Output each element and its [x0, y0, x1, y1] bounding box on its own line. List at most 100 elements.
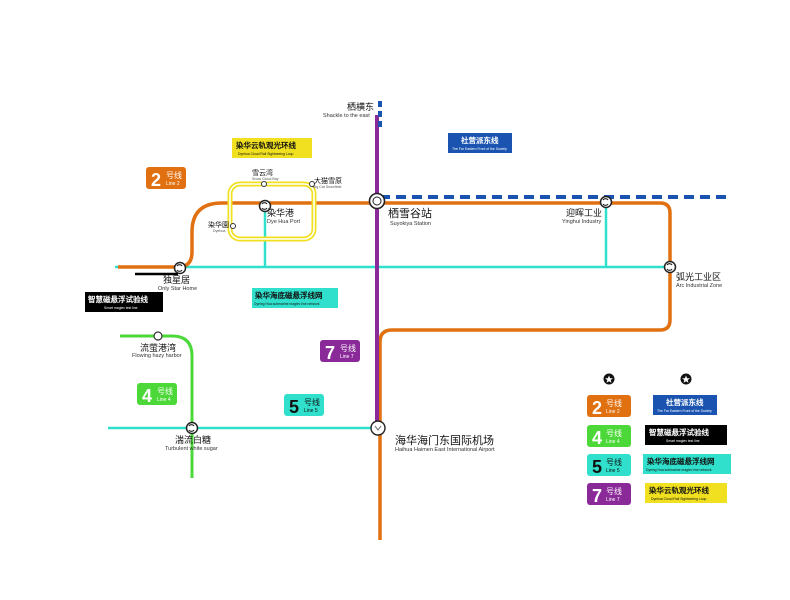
legend-cloud-loop[interactable]: 染华云轨观光环线 Dyehua Cloud Rail Sightseeing L…	[645, 483, 727, 503]
line-5-track	[108, 203, 670, 430]
station-ranhua-port-en: Dye Hua Port	[267, 219, 300, 225]
line-4-track	[120, 334, 194, 478]
station-qiheng-en: Shackle to the east	[323, 113, 370, 119]
legend-east-line[interactable]: 社营派东线 The Far Eastern Front of the Socie…	[653, 395, 717, 415]
station-marker-ranhua-port[interactable]	[258, 199, 272, 213]
legend-maglev-sea[interactable]: 染华海底磁悬浮线网 Dyeing Hua submarine maglev li…	[643, 454, 731, 474]
station-ranhua-garden-cn: 染华園	[208, 220, 229, 229]
station-marker-damao[interactable]	[309, 181, 315, 187]
station-ranhua-port-cn: 染华港	[267, 207, 294, 219]
legend-line-5[interactable]: 5 号线 Line 5	[587, 454, 631, 477]
station-ranhua-garden-en: Dyehua	[213, 229, 225, 233]
line-7-badge-num: 7	[325, 343, 335, 363]
station-damao-en: Big Cat Snowfield	[313, 185, 341, 189]
legend-cloud-loop-en: Dyehua Cloud Rail Sightseeing Loop	[651, 497, 707, 501]
cloud-loop-label[interactable]: 染华云轨观光环线 Dyehua Cloud Rail Sightseeing L…	[232, 138, 312, 158]
maglev-sea-label-en: Dyeing Hua submarine maglev line network	[254, 302, 320, 306]
line-4-badge-en: Line 4	[157, 397, 171, 403]
legend-line-7-en: Line 7	[606, 497, 620, 503]
line-5-badge-num: 5	[289, 397, 299, 417]
cloud-loop-label-en: Dyehua Cloud Rail Sightseeing Loop	[238, 152, 294, 156]
station-marker-haihua[interactable]	[370, 420, 386, 436]
legend-east-line-cn: 社营派东线	[665, 397, 704, 407]
station-marker-huguang[interactable]	[663, 260, 677, 274]
legend-line-2-num: 2	[592, 398, 602, 418]
legend-maglev-test[interactable]: 智慧磁悬浮试验线 Smart maglev test line	[645, 425, 727, 445]
legend-line-4-cn: 号线	[606, 428, 622, 438]
station-marker-yinghui[interactable]	[599, 195, 613, 209]
east-line-track	[378, 101, 730, 199]
legend: 2 号线 Line 2 社营派东线 The Far Eastern Front …	[587, 373, 731, 506]
station-marker-ranhua-garden[interactable]	[230, 223, 236, 229]
maglev-test-label-cn: 智慧磁悬浮试验线	[88, 294, 148, 304]
station-duxing-cn: 独星居	[163, 274, 190, 286]
star-icon	[680, 373, 692, 385]
cloud-loop-track	[227, 181, 317, 242]
line-2-badge[interactable]: 2 号线 Line 2	[146, 167, 186, 190]
line-4-badge-num: 4	[142, 386, 152, 406]
east-line-label[interactable]: 社营派东线 The Far Eastern Front of the Socie…	[448, 133, 512, 153]
legend-line-5-en: Line 5	[606, 468, 620, 474]
maglev-test-label-en: Smart maglev test line	[104, 306, 138, 310]
legend-line-2[interactable]: 2 号线 Line 2	[587, 395, 631, 418]
station-huguang-cn: 弧光工业区	[676, 271, 721, 283]
legend-maglev-test-cn: 智慧磁悬浮试验线	[649, 427, 709, 437]
station-liuying-en: Flowing hazy harbor	[132, 353, 182, 359]
star-icon	[603, 373, 615, 385]
station-yinghui-cn: 迎晖工业	[566, 207, 602, 219]
line-2-track	[118, 201, 672, 540]
station-xueyun-en: Snow Cloud Bay	[252, 177, 279, 181]
station-marker-liuying[interactable]	[153, 331, 163, 341]
station-marker-tuanliu[interactable]	[185, 421, 199, 435]
station-liuying-cn: 流萤港湾	[140, 342, 176, 354]
line-7-badge[interactable]: 7 号线 Line 7	[320, 340, 360, 363]
legend-line-7[interactable]: 7 号线 Line 7	[587, 483, 631, 506]
line-4-badge[interactable]: 4 号线 Line 4	[137, 383, 177, 406]
line-7-badge-en: Line 7	[340, 354, 354, 360]
line-5-badge[interactable]: 5 号线 Line 5	[284, 394, 324, 417]
line-2-badge-cn: 号线	[166, 170, 182, 180]
east-line-label-en: The Far Eastern Front of the Society	[452, 147, 507, 151]
line-5-badge-cn: 号线	[304, 397, 320, 407]
station-qixuegu-cn: 栖雪谷站	[388, 206, 432, 220]
station-yinghui-en: Yinghui Industry	[562, 219, 601, 225]
station-huguang-en: Arc Industrial Zone	[676, 283, 722, 289]
station-qixuegu-en: Suyokiya Station	[390, 221, 431, 227]
legend-line-5-cn: 号线	[606, 457, 622, 467]
legend-cloud-loop-cn: 染华云轨观光环线	[648, 485, 709, 495]
station-tuanliu-cn: 湍流白糖	[175, 434, 211, 446]
station-duxing-en: Only Star Home	[158, 286, 197, 292]
legend-line-5-num: 5	[592, 457, 602, 477]
legend-maglev-sea-cn: 染华海底磁悬浮线网	[646, 456, 715, 466]
legend-line-4-num: 4	[592, 428, 602, 448]
line-2-badge-en: Line 2	[166, 181, 180, 187]
station-xueyun-cn: 雪云湾	[252, 168, 273, 177]
station-damao-cn: 大猫雪原	[314, 176, 342, 185]
line-2-badge-num: 2	[151, 170, 161, 190]
cloud-loop-label-cn: 染华云轨观光环线	[235, 140, 296, 150]
east-line-label-cn: 社营派东线	[460, 135, 499, 145]
station-haihua-en: Haihua Haimen East International Airport	[395, 447, 495, 453]
maglev-test-label[interactable]: 智慧磁悬浮试验线 Smart maglev test line	[85, 292, 163, 312]
line-7-badge-cn: 号线	[340, 343, 356, 353]
legend-maglev-sea-en: Dyeing Hua submarine maglev line network	[646, 468, 712, 472]
station-qiheng-cn: 栖横东	[347, 101, 374, 113]
line-5-badge-en: Line 5	[304, 408, 318, 414]
legend-line-2-en: Line 2	[606, 409, 620, 415]
station-marker-xueyun[interactable]	[261, 181, 267, 187]
legend-line-7-cn: 号线	[606, 486, 622, 496]
legend-maglev-test-en: Smart maglev test line	[666, 439, 700, 443]
line-4-badge-cn: 号线	[157, 386, 173, 396]
station-tuanliu-en: Turbulent white sugar	[165, 446, 218, 452]
legend-line-7-num: 7	[592, 486, 602, 506]
station-marker-duxing[interactable]	[173, 261, 187, 275]
station-marker-qixuegu[interactable]	[368, 192, 386, 210]
legend-east-line-en: The Far Eastern Front of the Society	[657, 409, 712, 413]
maglev-sea-label[interactable]: 染华海底磁悬浮线网 Dyeing Hua submarine maglev li…	[252, 288, 338, 308]
legend-line-4-en: Line 4	[606, 439, 620, 445]
legend-line-4[interactable]: 4 号线 Line 4	[587, 425, 631, 448]
station-haihua-cn: 海华海门东国际机场	[395, 433, 494, 447]
maglev-sea-label-cn: 染华海底磁悬浮线网	[254, 290, 323, 300]
